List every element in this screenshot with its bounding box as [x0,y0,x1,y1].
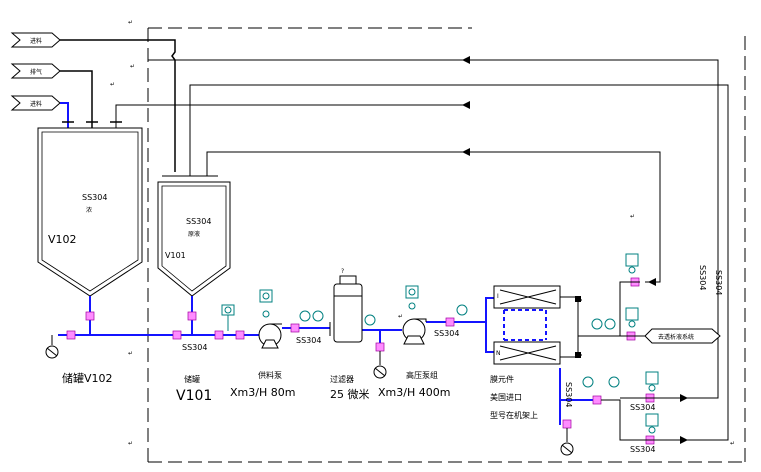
membrane-housing-top: I [493,285,561,309]
svg-text:↵: ↵ [128,19,133,26]
label-tank-v101-title: 储罐 [184,374,200,384]
svg-text:↵: ↵ [110,81,115,88]
pipe-label-right: SS304 [434,329,459,338]
instrument-fi-2 [604,318,616,330]
svg-text:I: I [497,293,499,300]
label-hp-pump-spec: Xm3/H 400m [378,386,450,399]
label-feed-pump-spec: Xm3/H 80m [230,386,295,399]
tank-v101: SS304 原液 V101 [157,175,231,297]
output-label: 去透析液系统 [658,333,694,341]
tank-v102: SS304 浓 V102 [37,127,143,297]
label-tank-v102: 储罐V102 [62,371,113,385]
label-membrane-2: 美国进口 [490,392,522,402]
instrument-fi [299,310,311,322]
output-flag: 去透析液系统 [644,328,721,344]
membrane-port [575,352,581,358]
label-filter-spec: 25 微米 [330,387,370,401]
hp-pump [402,318,427,345]
return-label-outer: SS304 [714,270,723,295]
svg-text:↵: ↵ [130,63,135,70]
instrument-gauge-3 [625,253,639,274]
label-tank-v101-name: V101 [176,388,212,404]
input-flag-label: 进料 [30,100,42,108]
feed-pump [258,323,282,349]
input-flag-label: 进料 [30,37,42,45]
pipe-label-branch2: SS304 [630,445,655,454]
input-flag-label: 排气 [30,68,42,76]
membrane-housing-bottom: N [493,341,561,365]
svg-text:↵: ↵ [730,440,735,447]
label-feed-pump-title: 供料泵 [258,370,282,380]
pipe-label-drain: SS304 [564,382,573,407]
instrument-pi-1 [221,304,235,331]
instrument-fi-3 [608,376,620,388]
tank-v101-name: V101 [165,251,186,260]
pipe-label-mid: SS304 [296,336,321,345]
tank-v101-sub: 原液 [188,230,200,238]
instrument-pi-2 [364,314,376,326]
return-label-inner: SS304 [698,265,707,290]
tank-v101-material: SS304 [186,217,211,226]
tank-v102-name: V102 [48,233,77,246]
filter: ? [329,268,363,343]
instrument-gauge-4 [625,307,639,328]
pipe-label-left: SS304 [182,343,207,352]
instrument-gauge-6 [645,413,659,434]
instrument-pi-4 [591,318,603,330]
membrane-outlet-lines [560,281,690,441]
instrument-ti [312,310,324,322]
svg-text:↵: ↵ [128,350,133,357]
svg-text:↵: ↵ [398,313,403,320]
label-membrane-1: 膜元件 [490,374,514,384]
process-line [58,296,595,425]
instrument-gauge-5 [645,371,659,392]
label-hp-pump-title: 高压泵组 [406,370,438,380]
membrane-port [575,296,581,302]
membrane-crossover [503,309,547,341]
tank-v102-material: SS304 [82,193,107,202]
filter-drain [373,351,387,379]
input-flag-1: 进料 [10,32,61,48]
instrument-gauge-1 [259,289,273,318]
svg-text:↵: ↵ [128,440,133,447]
input-flag-3: 进料 [10,95,61,111]
svg-text:?: ? [341,268,344,275]
input-flag-2: 排气 [10,63,61,79]
label-membrane-3: 型号在机架上 [490,410,538,420]
dashed-frame [147,27,746,463]
svg-text:N: N [496,350,501,357]
pipe-label-branch1: SS304 [630,403,655,412]
tank-v102-sub: 浓 [86,206,92,214]
svg-text:↵: ↵ [630,213,635,220]
label-filter-title: 过滤器 [330,374,354,384]
bottom-drain [560,428,574,456]
instrument-pi-3 [456,304,468,316]
instrument-gauge-2 [405,285,419,310]
drain-valve [45,335,59,359]
instruments [221,253,659,434]
instrument-pi-5 [582,376,594,388]
